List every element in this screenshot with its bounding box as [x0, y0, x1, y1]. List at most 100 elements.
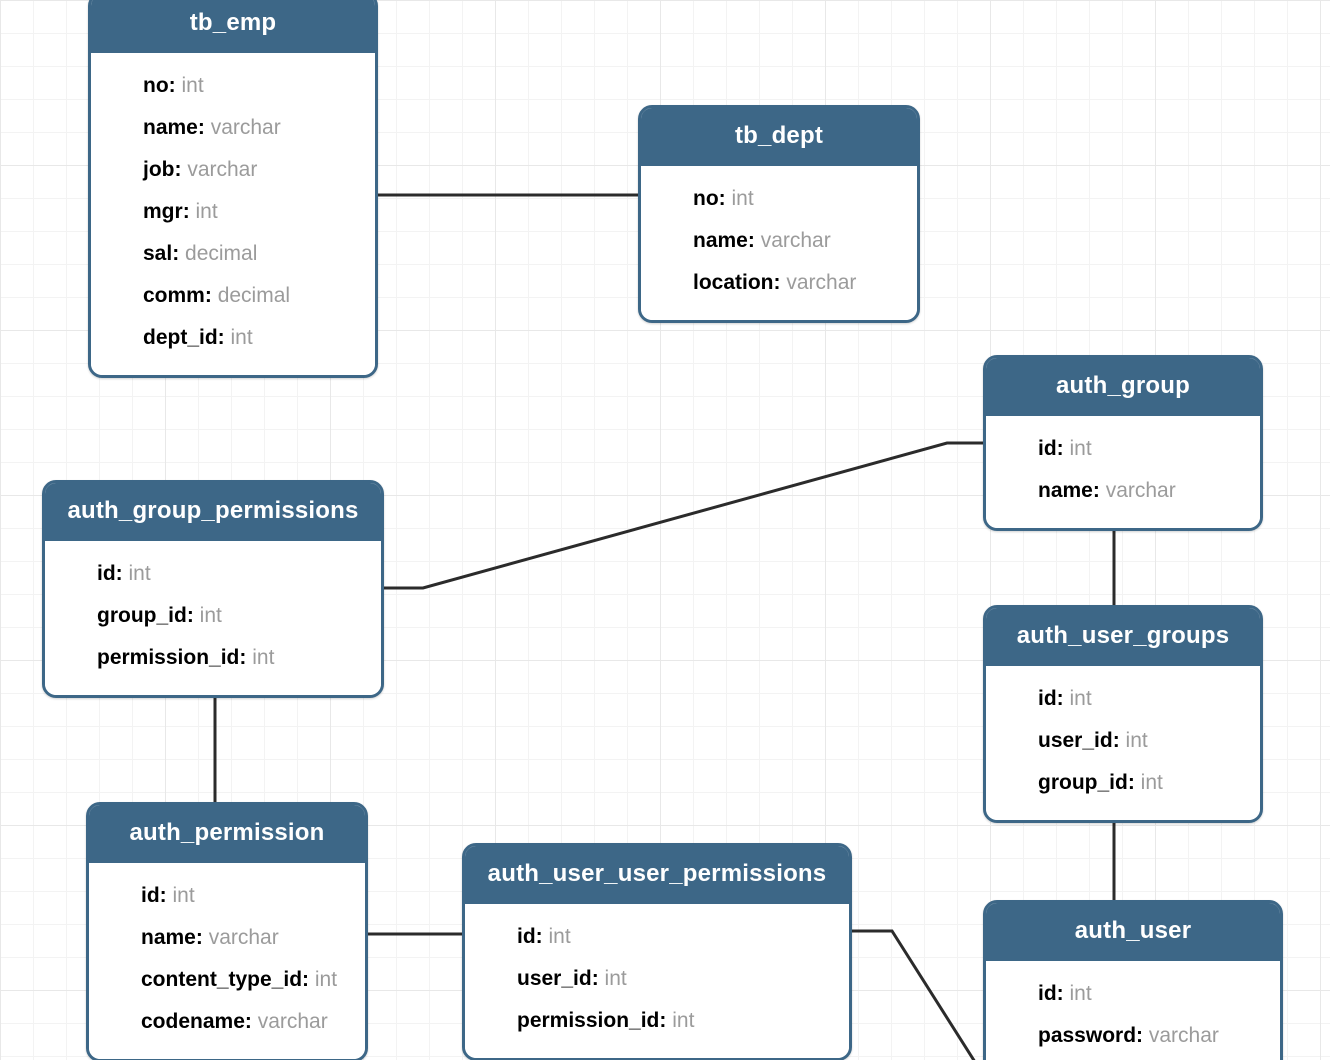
- attribute-name: group_id: [97, 604, 187, 627]
- attribute-row[interactable]: id: int: [986, 973, 1280, 1015]
- attribute-name: codename: [141, 1010, 245, 1033]
- entity-title-auth-permission: auth_permission: [89, 805, 365, 863]
- entity-title-tb-dept: tb_dept: [641, 108, 917, 166]
- attribute-separator: :: [1092, 479, 1106, 502]
- attribute-name: name: [693, 229, 748, 252]
- entity-auth-user-groups[interactable]: auth_user_groups id: int user_id: int gr…: [983, 605, 1263, 823]
- attribute-row[interactable]: id: int: [986, 428, 1260, 470]
- attribute-separator: :: [186, 604, 200, 627]
- attribute-row[interactable]: name: varchar: [91, 107, 375, 149]
- attribute-row[interactable]: sal: decimal: [91, 233, 375, 275]
- attribute-row[interactable]: user_id: int: [986, 720, 1260, 762]
- attribute-type: varchar: [257, 1010, 328, 1033]
- attribute-row[interactable]: name: varchar: [89, 917, 365, 959]
- attribute-name: permission_id: [517, 1009, 660, 1032]
- attribute-row[interactable]: job: varchar: [91, 149, 375, 191]
- attribute-separator: :: [244, 1010, 258, 1033]
- attribute-separator: :: [195, 926, 209, 949]
- attribute-name: id: [517, 925, 536, 948]
- attribute-row[interactable]: permission_id: int: [465, 1000, 849, 1042]
- attribute-type: int: [195, 200, 218, 223]
- attribute-separator: :: [773, 271, 787, 294]
- attribute-name: user_id: [517, 967, 592, 990]
- attribute-row[interactable]: password: varchar: [986, 1015, 1280, 1057]
- entity-title-tb-emp: tb_emp: [91, 0, 375, 53]
- attribute-row[interactable]: comm: decimal: [91, 275, 375, 317]
- attribute-name: content_type_id: [141, 968, 303, 991]
- attribute-separator: :: [591, 967, 605, 990]
- attribute-separator: :: [535, 925, 549, 948]
- attribute-type: int: [1140, 771, 1163, 794]
- attribute-name: comm: [143, 284, 205, 307]
- attribute-row[interactable]: codename: varchar: [89, 1001, 365, 1043]
- attribute-name: name: [141, 926, 196, 949]
- attribute-row[interactable]: content_type_id: int: [89, 959, 365, 1001]
- attribute-name: id: [1038, 687, 1057, 710]
- attribute-separator: :: [1136, 1024, 1149, 1047]
- attribute-separator: :: [1056, 687, 1070, 710]
- attribute-type: varchar: [187, 158, 258, 181]
- attribute-row[interactable]: name: varchar: [641, 220, 917, 262]
- attribute-name: password: [1038, 1024, 1137, 1047]
- entity-attributes-auth-user-user-permissions: id: int user_id: int permission_id: int: [465, 904, 849, 1058]
- attribute-type: varchar: [1105, 479, 1176, 502]
- attribute-type: int: [1125, 729, 1148, 752]
- attribute-row[interactable]: mgr: int: [91, 191, 375, 233]
- relationship-line-agp-group: [384, 441, 983, 590]
- entity-auth-permission[interactable]: auth_permission id: int name: varchar co…: [86, 802, 368, 1060]
- attribute-row[interactable]: no: int: [91, 65, 375, 107]
- attribute-row[interactable]: id: int: [89, 875, 365, 917]
- attribute-name: id: [97, 562, 116, 585]
- attribute-type: varchar: [1148, 1024, 1219, 1047]
- attribute-name: id: [141, 884, 160, 907]
- attribute-separator: :: [172, 242, 186, 265]
- attribute-name: no: [143, 74, 169, 97]
- entity-attributes-auth-permission: id: int name: varchar content_type_id: i…: [89, 863, 365, 1059]
- entity-attributes-tb-emp: no: int name: varchar job: varchar mgr: …: [91, 53, 375, 375]
- entity-attributes-auth-user: id: int password: varchar last_login: da…: [986, 961, 1280, 1060]
- entity-attributes-auth-group-permissions: id: int group_id: int permission_id: int: [45, 541, 381, 695]
- attribute-type: int: [731, 187, 754, 210]
- attribute-name: id: [1038, 982, 1057, 1005]
- relationship-line-uup-user: [852, 929, 976, 1060]
- attribute-row[interactable]: id: int: [986, 678, 1260, 720]
- entity-tb-dept[interactable]: tb_dept no: int name: varchar location: …: [638, 105, 920, 323]
- attribute-type: varchar: [760, 229, 831, 252]
- attribute-row[interactable]: user_id: int: [465, 958, 849, 1000]
- attribute-name: sal: [143, 242, 173, 265]
- attribute-name: mgr: [143, 200, 183, 223]
- entity-tb-emp[interactable]: tb_emp no: int name: varchar job: varcha…: [88, 0, 378, 378]
- attribute-row[interactable]: no: int: [641, 178, 917, 220]
- entity-auth-user[interactable]: auth_user id: int password: varchar last…: [983, 900, 1283, 1060]
- entity-auth-user-user-permissions[interactable]: auth_user_user_permissions id: int user_…: [462, 843, 852, 1060]
- attribute-type: int: [199, 604, 222, 627]
- attribute-type: varchar: [210, 116, 281, 139]
- attribute-name: user_id: [1038, 729, 1113, 752]
- entity-auth-group-permissions[interactable]: auth_group_permissions id: int group_id:…: [42, 480, 384, 698]
- attribute-name: permission_id: [97, 646, 240, 669]
- entity-title-auth-group: auth_group: [986, 358, 1260, 416]
- attribute-separator: :: [174, 158, 188, 181]
- entity-attributes-tb-dept: no: int name: varchar location: varchar: [641, 166, 917, 320]
- attribute-type: int: [172, 884, 195, 907]
- attribute-row[interactable]: group_id: int: [45, 595, 381, 637]
- attribute-row[interactable]: location: varchar: [641, 262, 917, 304]
- attribute-separator: :: [718, 187, 732, 210]
- attribute-row[interactable]: permission_id: int: [45, 637, 381, 679]
- attribute-type: int: [181, 74, 204, 97]
- attribute-type: decimal: [185, 242, 258, 265]
- attribute-row[interactable]: group_id: int: [986, 762, 1260, 804]
- attribute-row[interactable]: dept_id: int: [91, 317, 375, 359]
- attribute-separator: :: [182, 200, 196, 223]
- attribute-row[interactable]: id: int: [45, 553, 381, 595]
- attribute-row[interactable]: name: varchar: [986, 470, 1260, 512]
- attribute-row[interactable]: id: int: [465, 916, 849, 958]
- entity-auth-group[interactable]: auth_group id: int name: varchar: [983, 355, 1263, 531]
- attribute-name: name: [143, 116, 198, 139]
- attribute-name: group_id: [1038, 771, 1128, 794]
- entity-attributes-auth-group: id: int name: varchar: [986, 416, 1260, 528]
- attribute-type: int: [252, 646, 275, 669]
- entity-attributes-auth-user-groups: id: int user_id: int group_id: int: [986, 666, 1260, 820]
- attribute-type: int: [548, 925, 571, 948]
